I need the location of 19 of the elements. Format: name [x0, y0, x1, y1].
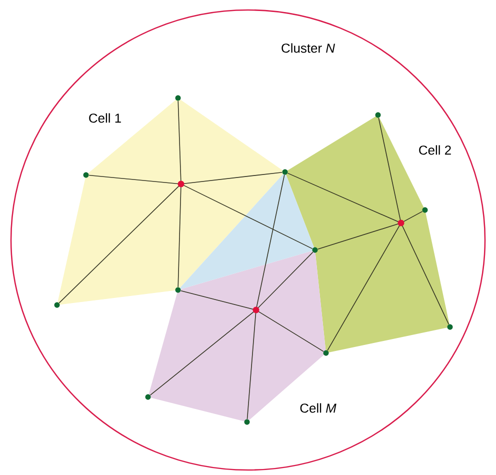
connecting-line — [246, 312, 256, 420]
node-label: M — [326, 404, 336, 413]
connecting-line — [256, 174, 285, 308]
connecting-line — [184, 172, 282, 184]
connecting-line — [178, 100, 182, 182]
connecting-line — [403, 211, 423, 222]
connecting-line — [258, 311, 324, 352]
connecting-line — [317, 224, 399, 250]
connecting-line — [178, 186, 182, 288]
connecting-line — [183, 184, 313, 250]
cell-region: Cell 1 — [57, 98, 285, 305]
connecting-line — [150, 311, 254, 396]
connecting-line — [258, 252, 314, 308]
connecting-line — [88, 174, 178, 184]
connecting-line — [180, 290, 254, 310]
connecting-line — [327, 225, 400, 351]
connecting-line — [287, 172, 399, 222]
cell-region: Cell 2 — [285, 115, 451, 353]
connecting-line — [58, 186, 180, 304]
